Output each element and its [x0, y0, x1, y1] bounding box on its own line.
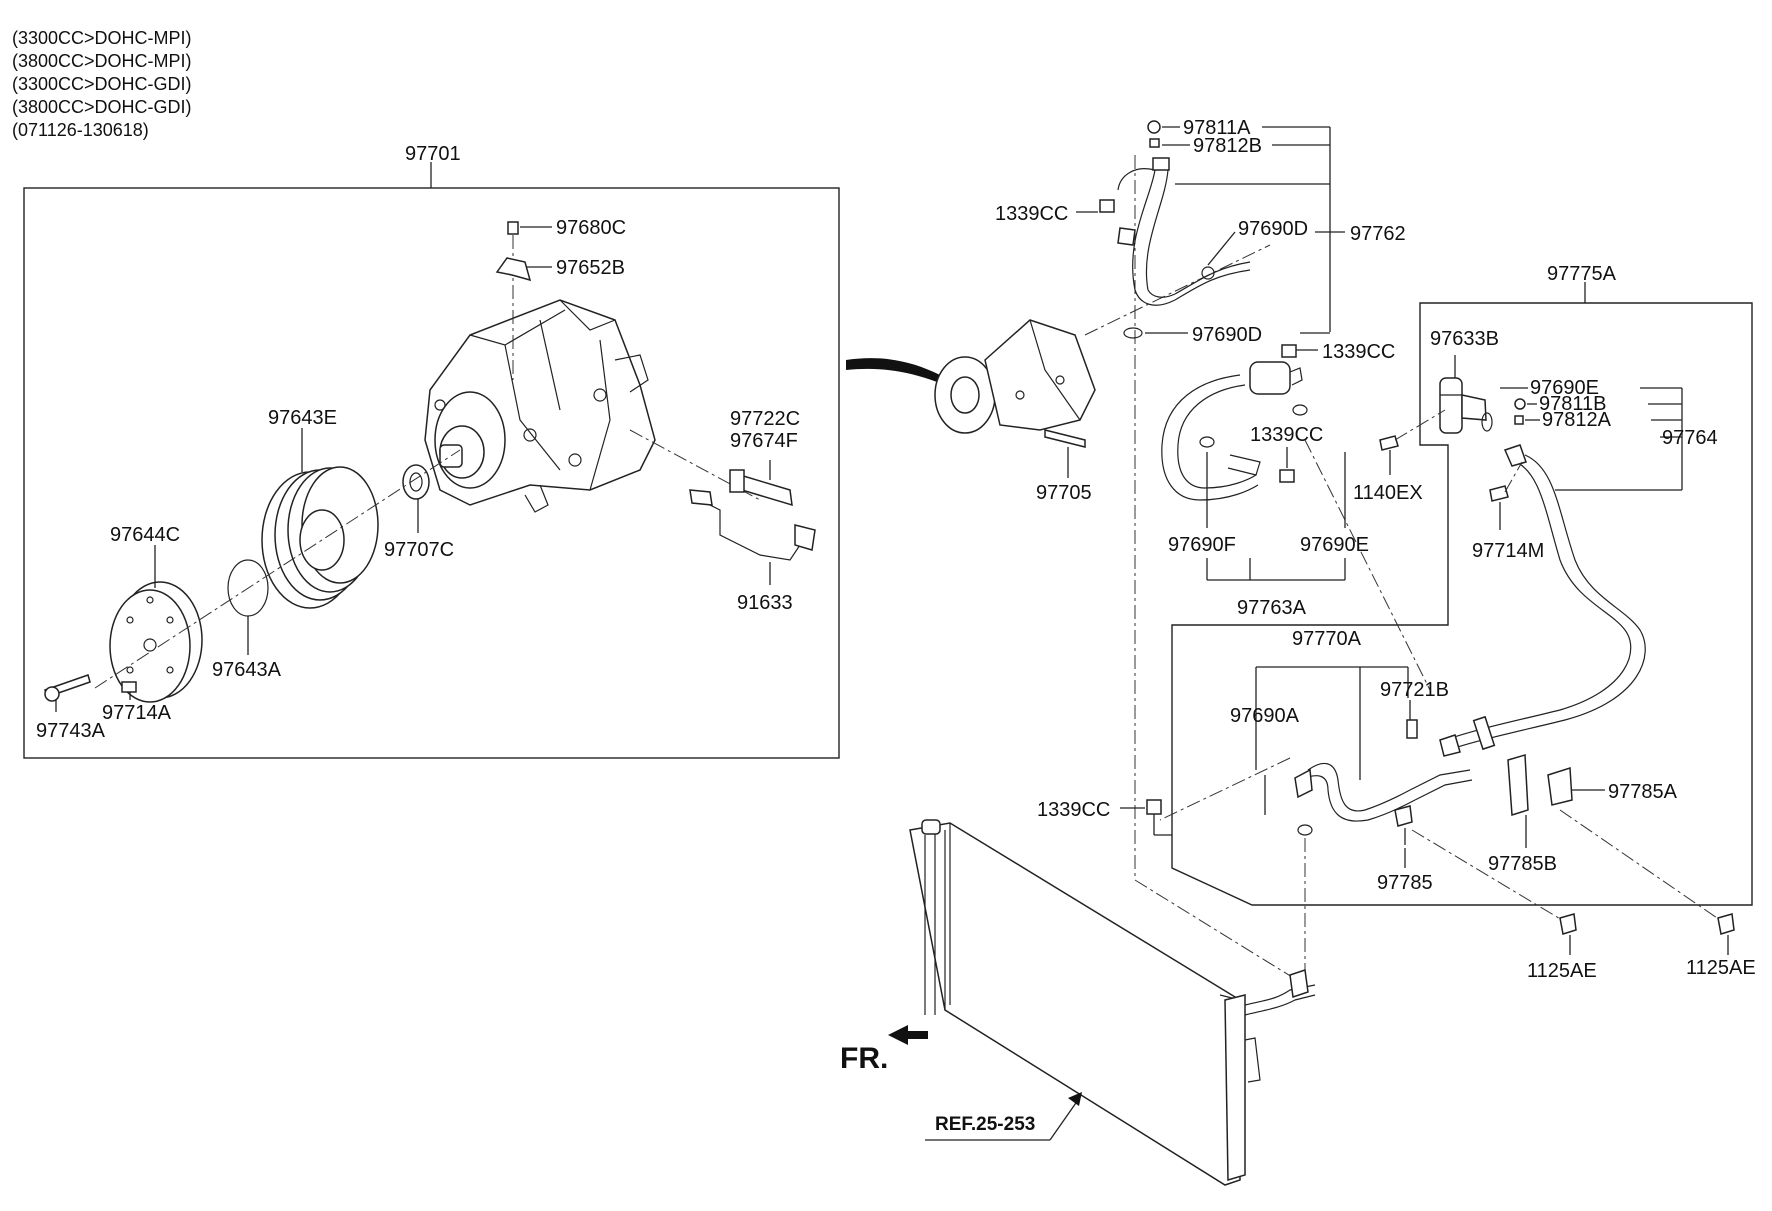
label-1339CC-a[interactable]: 1339CC — [995, 203, 1068, 225]
label-97812A[interactable]: 97812A — [1542, 409, 1612, 431]
wire-harness-91633-drawing — [699, 499, 801, 561]
label-97690F[interactable]: 97690F — [1168, 534, 1236, 556]
nut-1339cc-b-drawing — [1281, 344, 1297, 358]
bolt-1125ae-b-drawing — [1717, 913, 1735, 935]
assembly-pointer-arrow — [846, 358, 940, 382]
valve-97812a-drawing — [1514, 415, 1524, 425]
nut-1339cc-d-drawing — [1146, 799, 1162, 815]
condenser-drawing — [909, 819, 1316, 1186]
clutch-hub-97644c-drawing — [109, 581, 203, 703]
valve-97812b-drawing — [1149, 138, 1160, 148]
bolt-1140ex-drawing — [1379, 435, 1399, 451]
label-97764[interactable]: 97764 — [1662, 427, 1718, 449]
label-97762[interactable]: 97762 — [1350, 223, 1406, 245]
label-97714A[interactable]: 97714A — [102, 702, 172, 724]
oring-97690e-a-drawing — [1481, 412, 1493, 432]
pressure-sensor-97721b-drawing — [1406, 719, 1418, 739]
nut-97811a-drawing — [1147, 120, 1161, 134]
front-direction-arrow — [888, 1025, 928, 1045]
clamp-97785-drawing — [1394, 805, 1413, 827]
label-97812B[interactable]: 97812B — [1193, 135, 1262, 157]
bearing-97707c-drawing — [402, 464, 430, 500]
compressor-assembly-box: 97701 97680C 97652B — [23, 143, 840, 759]
label-1339CC-d[interactable]: 1339CC — [1037, 799, 1110, 821]
oring-97690a-drawing — [1297, 824, 1313, 836]
nut-97811b-drawing — [1514, 398, 1526, 410]
label-97690D-a[interactable]: 97690D — [1238, 218, 1308, 240]
label-97705[interactable]: 97705 — [1036, 482, 1092, 504]
label-97714M[interactable]: 97714M — [1472, 540, 1544, 562]
bolt-97714m-drawing — [1489, 485, 1509, 502]
hose-97762-drawing — [1117, 157, 1251, 306]
header-line-2: (3800CC>DOHC-MPI) — [12, 51, 192, 71]
label-97690D-b[interactable]: 97690D — [1192, 324, 1262, 346]
label-97674F[interactable]: 97674F — [730, 430, 798, 452]
bolt-97714a-drawing — [121, 681, 137, 693]
header-line-3: (3300CC>DOHC-GDI) — [12, 74, 192, 94]
label-97721B[interactable]: 97721B — [1380, 679, 1449, 701]
label-97743A[interactable]: 97743A — [36, 720, 106, 742]
header-line-4: (3800CC>DOHC-GDI) — [12, 97, 192, 117]
oring-97690d-drawing — [1123, 327, 1143, 339]
label-97701[interactable]: 97701 — [405, 143, 461, 165]
compressor-mini-drawing — [934, 319, 1096, 434]
bolt-97680c-drawing — [507, 221, 519, 235]
label-97811B[interactable]: 97811B — [1539, 393, 1606, 415]
pulley-97643e-drawing — [261, 466, 379, 609]
bolt-1125ae-a-drawing — [1559, 913, 1577, 935]
label-1125AE-a[interactable]: 1125AE — [1527, 960, 1597, 982]
liquid-pipe-97770a-drawing — [1294, 734, 1473, 822]
nut-1339cc-c-drawing — [1279, 469, 1295, 483]
applicability-header: (3300CC>DOHC-MPI) (3800CC>DOHC-MPI) (330… — [12, 28, 192, 140]
bolt-97705-drawing — [1044, 429, 1086, 448]
label-1339CC-b[interactable]: 1339CC — [1322, 341, 1395, 363]
label-97690A[interactable]: 97690A — [1230, 705, 1300, 727]
bracket-97785a-drawing — [1547, 766, 1573, 806]
header-line-5: (071126-130618) — [12, 120, 149, 140]
label-97785[interactable]: 97785 — [1377, 872, 1433, 894]
label-97811A[interactable]: 97811A — [1183, 117, 1251, 139]
label-97643A[interactable]: 97643A — [212, 659, 282, 681]
label-1339CC-c[interactable]: 1339CC — [1250, 424, 1323, 446]
label-97770A[interactable]: 97770A — [1292, 628, 1362, 650]
oring-97690e-b-drawing — [1292, 404, 1308, 416]
label-97722C[interactable]: 97722C — [730, 408, 800, 430]
bracket-97785b-drawing — [1507, 754, 1529, 816]
label-97775A[interactable]: 97775A — [1547, 263, 1617, 285]
front-label: FR. — [840, 1042, 888, 1075]
receiver-drier-97633b-drawing — [1439, 377, 1487, 434]
liquid-line-box-97775a — [1171, 302, 1753, 906]
label-97690E-b[interactable]: 97690E — [1300, 534, 1369, 556]
label-97633B[interactable]: 97633B — [1430, 328, 1499, 350]
oring-97690f-drawing — [1199, 436, 1215, 448]
bracket-97652b-drawing — [495, 257, 532, 282]
hose-97763a-drawing — [1161, 361, 1303, 501]
label-97763A[interactable]: 97763A — [1237, 597, 1307, 619]
label-97643E[interactable]: 97643E — [268, 407, 337, 429]
label-1125AE-b[interactable]: 1125AE — [1686, 957, 1756, 979]
compressor-body-drawing — [424, 299, 656, 513]
label-97690E-a[interactable]: 97690E — [1530, 377, 1599, 399]
label-97785A[interactable]: 97785A — [1608, 781, 1678, 803]
label-97680C[interactable]: 97680C — [556, 217, 626, 239]
pressure-switch-drawing — [729, 469, 793, 507]
label-97652B[interactable]: 97652B — [556, 257, 625, 279]
pipe-97764-drawing — [1444, 444, 1646, 751]
label-1140EX[interactable]: 1140EX — [1353, 482, 1423, 504]
header-line-1: (3300CC>DOHC-MPI) — [12, 28, 192, 48]
label-97644C[interactable]: 97644C — [110, 524, 180, 546]
label-91633[interactable]: 91633 — [737, 592, 793, 614]
label-97707C[interactable]: 97707C — [384, 539, 454, 561]
nut-1339cc-a-drawing — [1099, 199, 1115, 213]
label-97785B[interactable]: 97785B — [1488, 853, 1557, 875]
ref-link-25-253[interactable]: REF.25-253 — [935, 1114, 1035, 1135]
